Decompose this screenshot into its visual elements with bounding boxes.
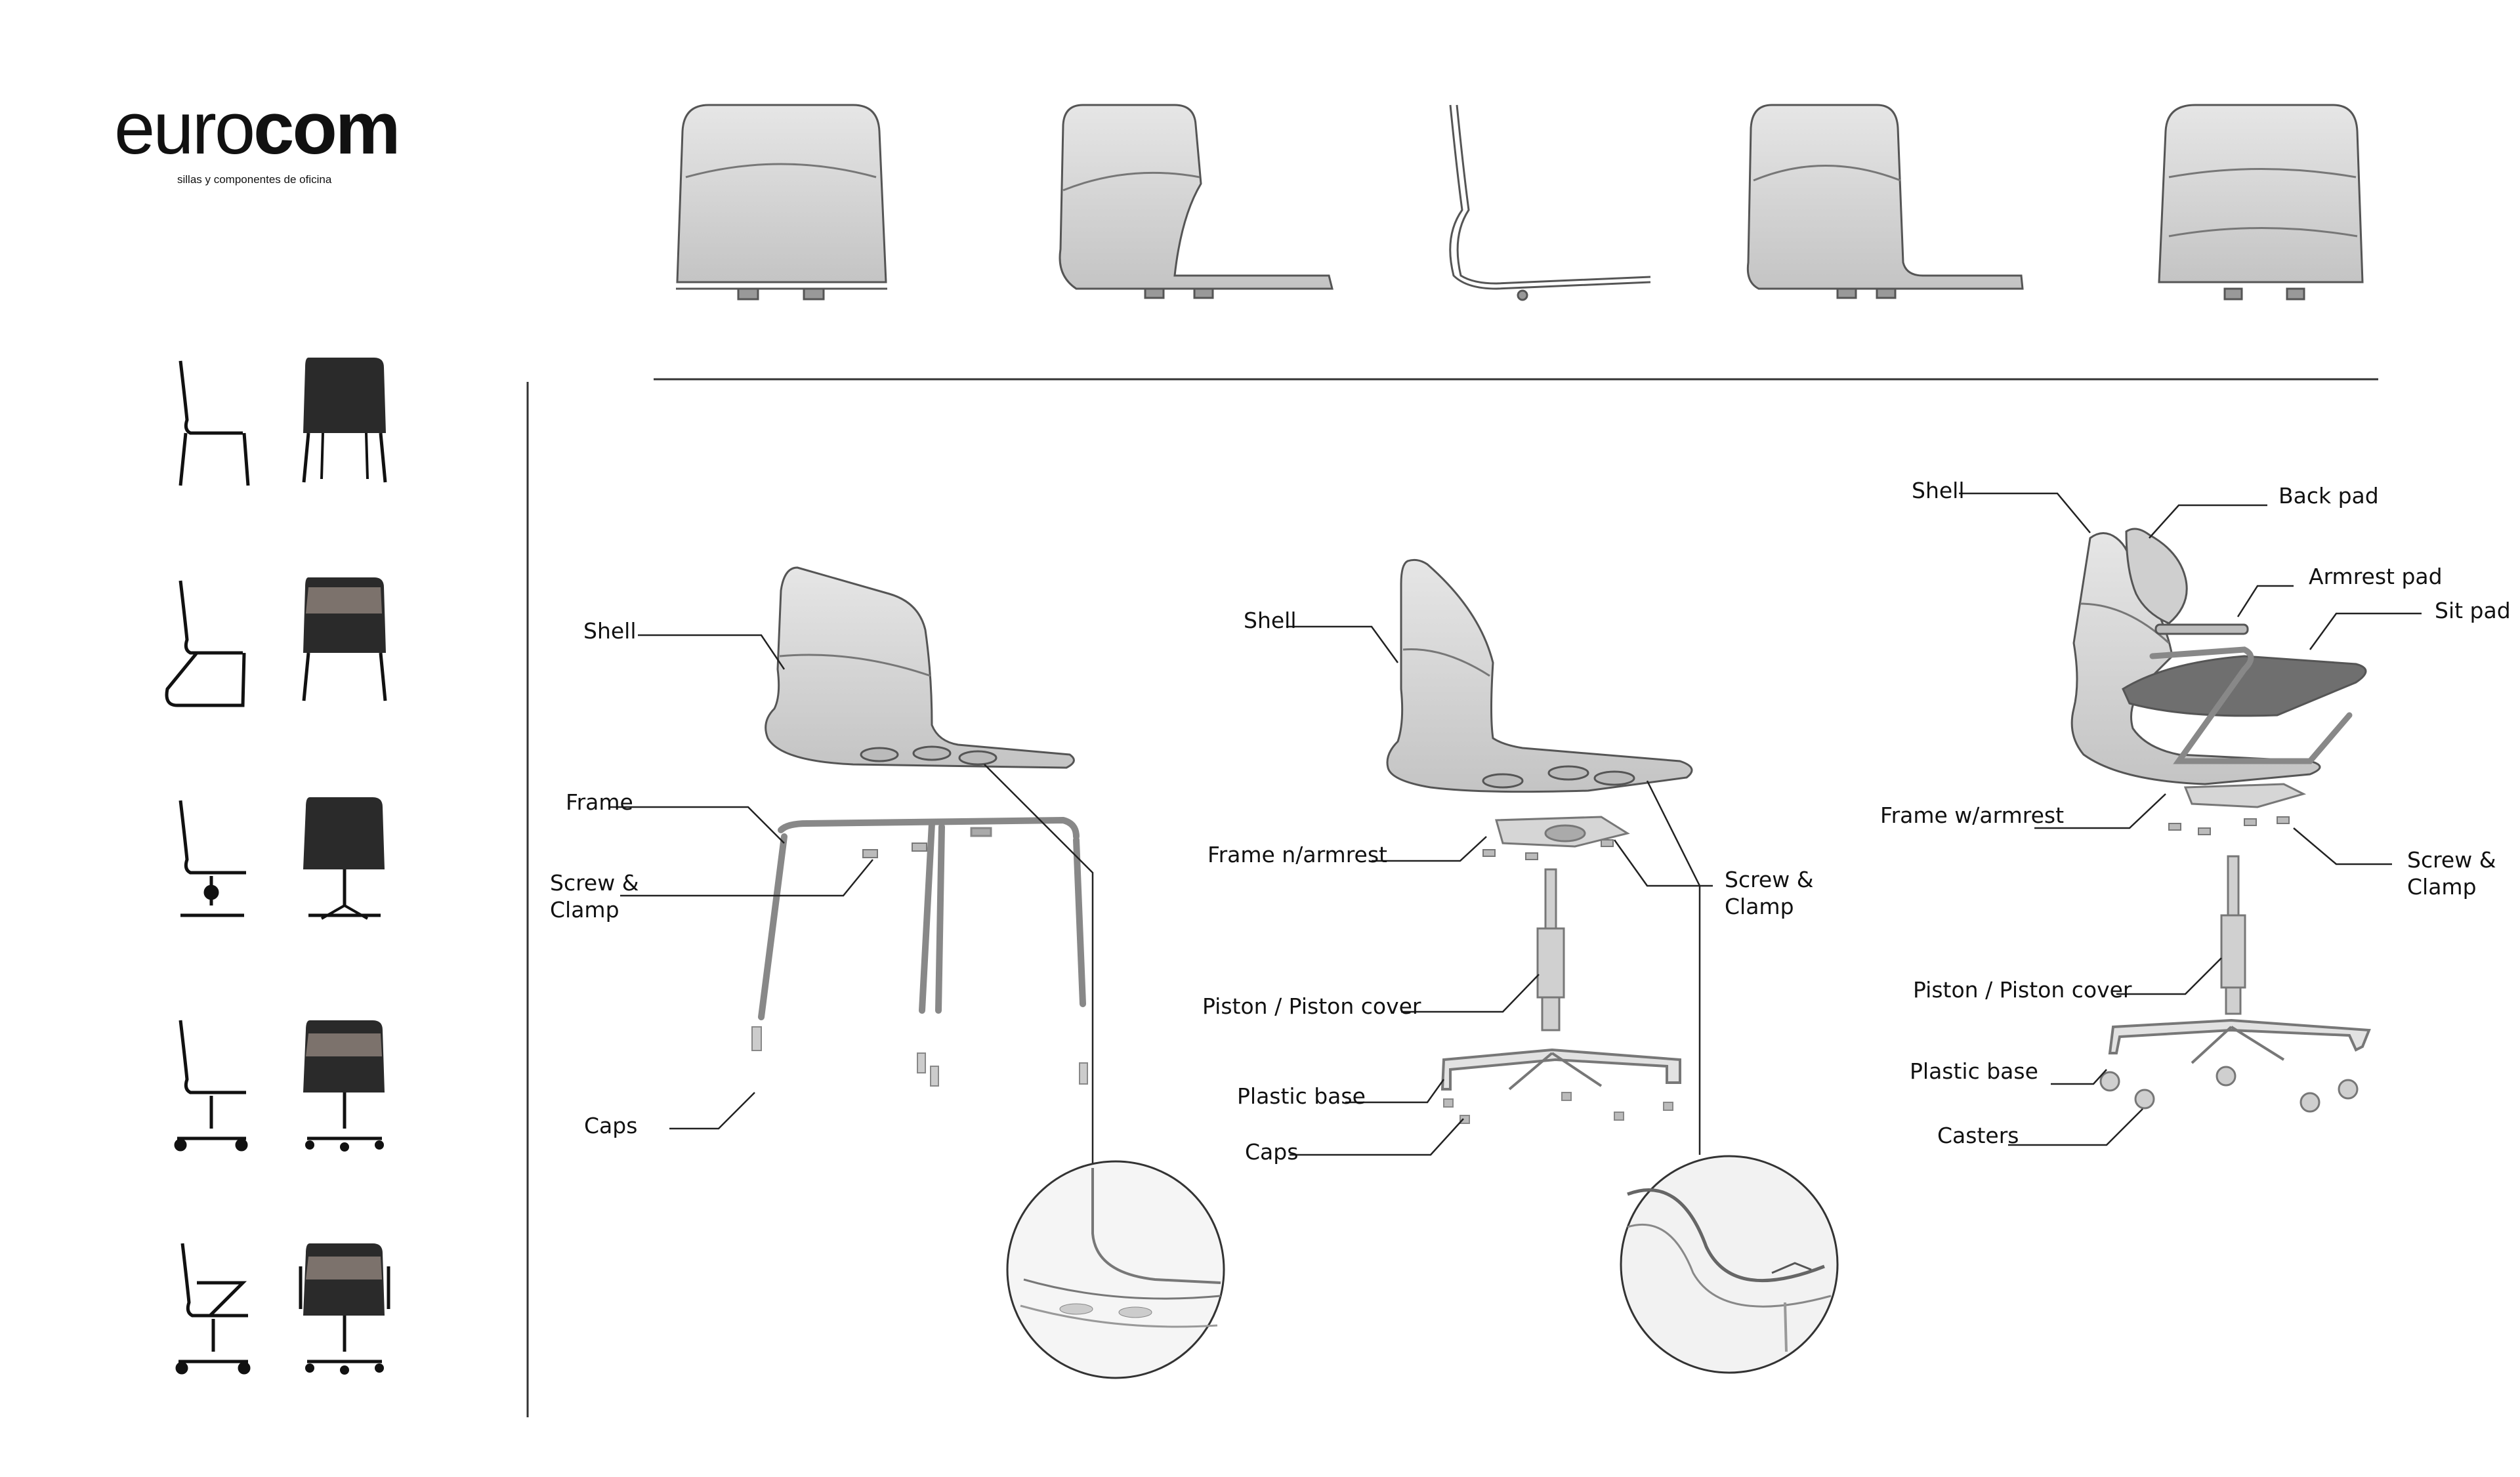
d2-label-shell: Shell bbox=[1244, 608, 1297, 633]
diagram3-leaders bbox=[1959, 492, 2422, 1146]
brand-tagline: sillas y componentes de oficina bbox=[177, 173, 332, 186]
diagram2-piston bbox=[1536, 868, 1565, 1031]
thumb-task-front bbox=[303, 1020, 385, 1152]
diagram1-leaders bbox=[610, 634, 1094, 1171]
shell-view-three-quarter-right bbox=[1746, 104, 2024, 299]
diagram3-frame bbox=[2149, 646, 2353, 764]
diagram3-casters bbox=[2099, 1066, 2359, 1113]
thumb-sled-front bbox=[302, 577, 387, 701]
diagram3-back-pad bbox=[2125, 528, 2188, 625]
d3-label-casters: Casters bbox=[1937, 1123, 2019, 1148]
d2-label-caps: Caps bbox=[1245, 1139, 1299, 1165]
d1-label-shell: Shell bbox=[583, 618, 637, 644]
brand-logo: eurocom bbox=[114, 92, 400, 165]
d3-label-back-pad: Back pad bbox=[2278, 483, 2379, 509]
d1-label-screw-clamp: Screw & Clamp bbox=[550, 870, 639, 923]
diagram3-armrest-pad bbox=[2154, 623, 2249, 635]
thumb-swivel-side bbox=[178, 800, 246, 917]
thumb-4leg-front bbox=[302, 358, 387, 483]
diagram3-mechanism bbox=[2183, 783, 2307, 808]
brand-name-light: euro bbox=[114, 87, 255, 169]
d3-label-base: Plastic base bbox=[1910, 1058, 2038, 1084]
shell-view-three-quarter-left bbox=[1059, 104, 1334, 299]
diagram2-screw-clamp bbox=[1482, 839, 1614, 860]
diagram1-caps bbox=[751, 1026, 1088, 1087]
diagram1-shell bbox=[765, 566, 1075, 769]
diagram2-caps bbox=[1443, 1092, 1673, 1124]
thumb-arm-side bbox=[175, 1243, 251, 1375]
thumb-task-side bbox=[174, 1020, 248, 1152]
d2-label-piston: Piston / Piston cover bbox=[1202, 993, 1421, 1019]
shell-view-rear bbox=[2158, 104, 2364, 301]
detail-circle-2 bbox=[1620, 1155, 1839, 1374]
d2-label-frame: Frame n/armrest bbox=[1208, 842, 1387, 867]
diagram3-piston bbox=[2220, 855, 2246, 1015]
diagram3-base bbox=[2108, 1018, 2371, 1064]
diagram2-base bbox=[1440, 1048, 1681, 1091]
d2-label-screw-clamp: Screw & Clamp bbox=[1725, 867, 1814, 920]
diagram3-sit-pad bbox=[2122, 655, 2367, 717]
shell-view-side bbox=[1449, 104, 1651, 301]
diagram1-screw-clamp bbox=[862, 843, 927, 858]
thumb-arm-front bbox=[299, 1243, 390, 1375]
d1-label-frame: Frame bbox=[566, 789, 633, 815]
d3-label-frame: Frame w/armrest bbox=[1880, 802, 2065, 828]
thumb-4leg-side bbox=[178, 360, 250, 486]
diagram3-screw-clamp bbox=[2168, 816, 2290, 835]
thumb-sled-side bbox=[165, 580, 246, 707]
d2-label-base: Plastic base bbox=[1237, 1083, 1366, 1109]
d3-label-screw-clamp: Screw & Clamp bbox=[2407, 847, 2496, 900]
brand-name-bold: com bbox=[253, 87, 400, 169]
d3-label-piston: Piston / Piston cover bbox=[1913, 977, 2132, 1003]
shell-view-front bbox=[676, 104, 887, 301]
thumb-swivel-front bbox=[303, 797, 385, 920]
d1-label-caps: Caps bbox=[584, 1113, 638, 1138]
d3-label-shell: Shell bbox=[1912, 478, 1965, 503]
diagram2-shell bbox=[1386, 558, 1693, 793]
d3-label-sit-pad: Sit pad bbox=[2435, 598, 2511, 623]
detail-circle-1 bbox=[1006, 1160, 1225, 1379]
diagram1-frame bbox=[758, 816, 1086, 1020]
d3-label-armrest-pad: Armrest pad bbox=[2309, 564, 2443, 589]
diagram2-leaders bbox=[1286, 625, 1713, 1156]
